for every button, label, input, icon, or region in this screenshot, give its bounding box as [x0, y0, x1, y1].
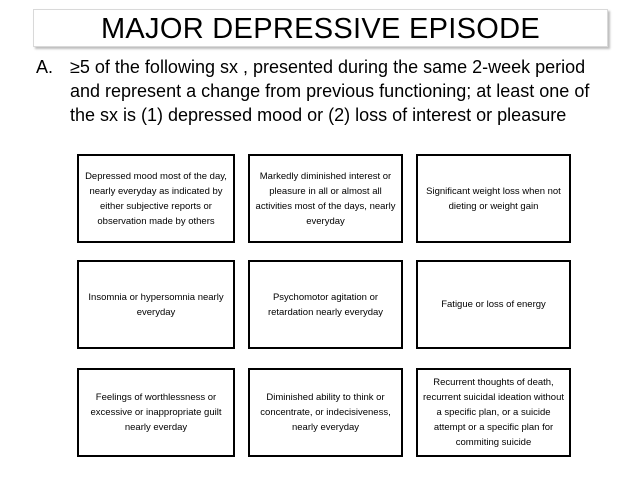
- symptom-box-loss-of-interest: Markedly diminished interest or pleasure…: [248, 154, 403, 243]
- criterion-text: ≥5 of the following sx , presented durin…: [70, 57, 590, 125]
- criterion-marker: A.: [36, 57, 54, 77]
- slide-title: MAJOR DEPRESSIVE EPISODE: [33, 9, 608, 47]
- symptom-box-fatigue: Fatigue or loss of energy: [416, 260, 571, 349]
- symptom-box-suicidal-thoughts: Recurrent thoughts of death, recurrent s…: [416, 368, 571, 457]
- symptom-box-depressed-mood: Depressed mood most of the day, nearly e…: [77, 154, 235, 243]
- symptom-box-sleep: Insomnia or hypersomnia nearly everyday: [77, 260, 235, 349]
- symptom-box-weight-change: Significant weight loss when not dieting…: [416, 154, 571, 243]
- symptom-box-worthlessness: Feelings of worthlessness or excessive o…: [77, 368, 235, 457]
- criterion-a: A. ≥5 of the following sx , presented du…: [36, 55, 616, 127]
- symptom-box-psychomotor: Psychomotor agitation or retardation nea…: [248, 260, 403, 349]
- symptom-box-concentration: Diminished ability to think or concentra…: [248, 368, 403, 457]
